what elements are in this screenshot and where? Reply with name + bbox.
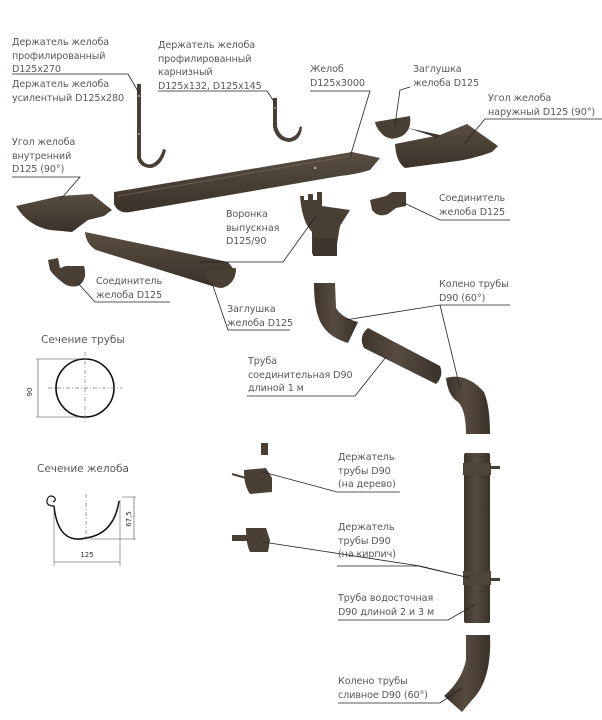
label-holder-profiled: Держатель желоба профилированный D125x27… bbox=[12, 37, 110, 75]
leader-connector-left bbox=[76, 281, 170, 303]
drain-elbow bbox=[444, 635, 491, 712]
gutter-cap-top bbox=[375, 116, 411, 139]
label-gutter-cap-top: Заглушка желоба D125 bbox=[413, 64, 479, 89]
inner-corner-assembly bbox=[16, 194, 236, 288]
leader-holder-profiled bbox=[12, 73, 140, 94]
gutter-section-drawing bbox=[46, 494, 136, 566]
label-pipe-elbow: Колено трубы D90 (60°) bbox=[439, 279, 509, 304]
pipe-diameter-dim: 90 bbox=[26, 388, 34, 397]
downpipe bbox=[463, 453, 500, 623]
pipe-holder-wood bbox=[231, 443, 272, 494]
leader-elbow-second bbox=[439, 304, 461, 389]
label-drain-elbow: Колено трубы сливное D90 (60°) bbox=[338, 676, 428, 701]
leader-lines bbox=[12, 73, 602, 704]
leader-downpipe bbox=[338, 603, 477, 621]
label-inner-corner: Угол желоба внутренний D125 (90°) bbox=[12, 137, 76, 175]
label-connector-right: Соединитель желоба D125 bbox=[439, 193, 506, 218]
label-holder-cornice: Держатель желоба профилированный карнизн… bbox=[158, 40, 262, 92]
label-holder-reinforced: Держатель желоба усилентный D125x280 bbox=[12, 79, 125, 104]
label-cap-bottom: Заглушка желоба D125 bbox=[227, 304, 293, 329]
gutter-depth-dim: 67,5 bbox=[125, 511, 133, 527]
outer-corner bbox=[395, 124, 498, 168]
label-connector-left: Соединитель желоба D125 bbox=[96, 276, 163, 301]
gutter-holder-reinforced bbox=[137, 84, 166, 168]
leader-funnel bbox=[200, 215, 317, 263]
leader-connector-right bbox=[401, 201, 510, 221]
leader-holder-wood bbox=[262, 471, 400, 493]
leader-holder-cornice bbox=[158, 90, 276, 104]
gutter-long bbox=[114, 152, 380, 213]
gutter-section-title: Сечение желоба bbox=[37, 463, 129, 475]
leader-outer-corner bbox=[464, 118, 602, 144]
leader-connecting-pipe bbox=[247, 356, 387, 397]
label-pipe-holder-brick: Держатель трубы D90 (на кирпич) bbox=[338, 522, 396, 560]
pipe-holder-brick bbox=[232, 528, 270, 552]
leader-cap-bottom bbox=[211, 282, 290, 331]
connecting-pipe bbox=[361, 328, 442, 384]
leader-gutter bbox=[310, 90, 371, 158]
gutter-connector-left bbox=[48, 258, 86, 287]
gutter-holder-cornice bbox=[273, 98, 302, 142]
label-downpipe: Труба водосточная D90 длиной 2 и 3 м bbox=[338, 593, 435, 618]
gutter-connector-right bbox=[370, 192, 406, 216]
leader-inner-corner bbox=[12, 176, 81, 201]
leader-gutter-cap-top bbox=[394, 86, 411, 126]
label-connecting-pipe: Труба соединительная D90 длиной 1 м bbox=[248, 356, 353, 394]
funnel bbox=[300, 192, 350, 256]
label-funnel: Воронка выпускная D125/90 bbox=[226, 209, 280, 247]
pipe-elbow-second bbox=[446, 376, 490, 434]
label-gutter: Желоб D125x3000 bbox=[310, 64, 365, 89]
leader-elbow bbox=[344, 304, 510, 321]
label-outer-corner: Угол желоба наружный D125 (90°) bbox=[488, 93, 596, 118]
leader-holder-brick bbox=[262, 541, 471, 579]
pipe-section-title: Сечение трубы bbox=[41, 334, 125, 346]
leader-drain-elbow bbox=[338, 687, 463, 704]
pipe-section-drawing bbox=[36, 352, 122, 424]
pipe-elbow-top bbox=[314, 283, 358, 343]
gutter-width-dim: 125 bbox=[80, 551, 93, 559]
label-pipe-holder-wood: Держатель трубы D90 (на дерево) bbox=[338, 452, 396, 490]
